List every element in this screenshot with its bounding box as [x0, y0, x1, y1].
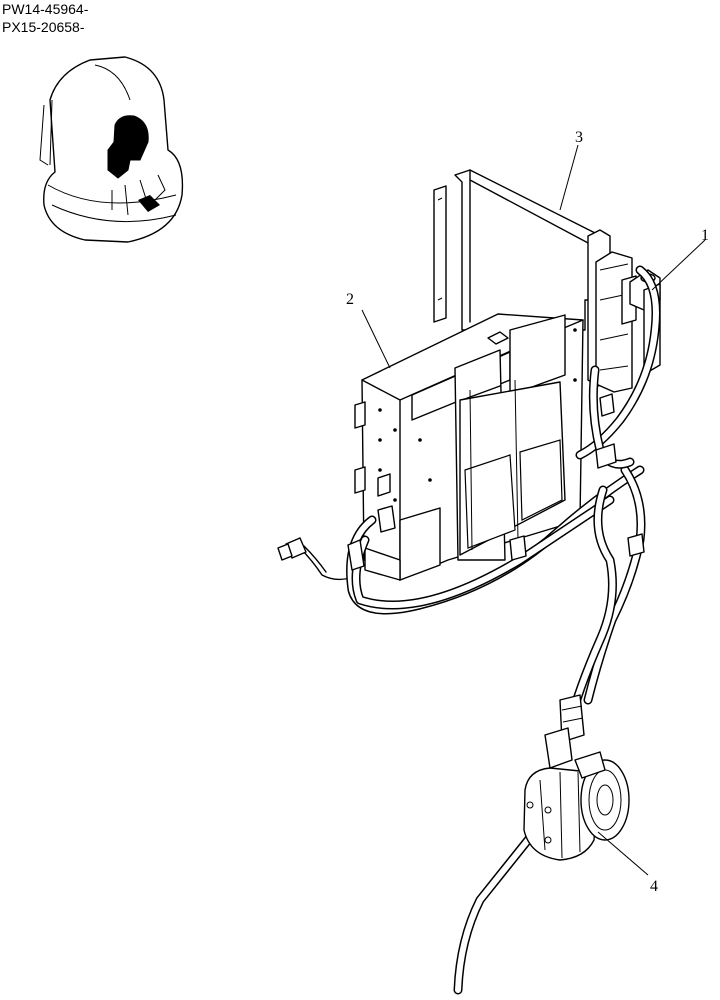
part-2-ac-unit: [354, 313, 584, 581]
callout-2-label: 2: [346, 291, 354, 308]
wire-harness-connector: [277, 537, 351, 581]
serial-range-block: PW14-45964- PX15-20658-: [2, 0, 88, 36]
serial-range-1: PW14-45964-: [2, 1, 89, 17]
cab-locator-thumbnail: [39, 56, 184, 243]
leader-lines: [361, 144, 706, 876]
part-4-compressor: [523, 751, 630, 861]
serial-range-2: PX15-20658-: [2, 19, 85, 35]
callout-4-label: 4: [650, 878, 658, 895]
callout-3-label: 3: [575, 129, 583, 146]
callout-1-label: 1: [701, 227, 709, 244]
